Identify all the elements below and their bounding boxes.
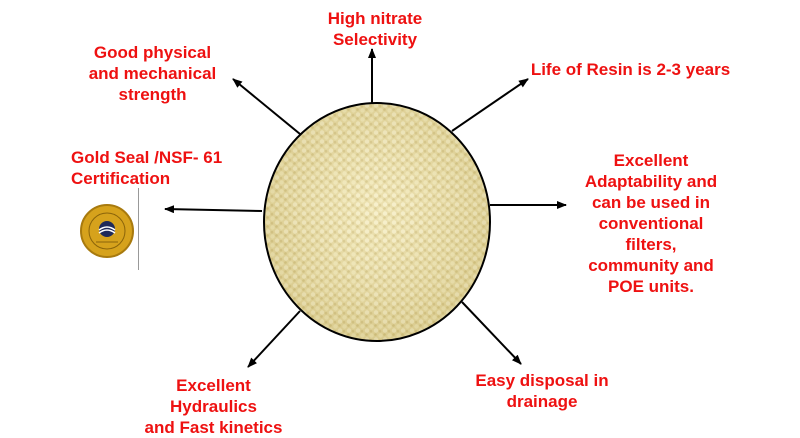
resin-beads-image (263, 102, 491, 342)
label-adaptability: Excellent Adaptability and can be used i… (584, 151, 718, 296)
seal-frame (76, 188, 139, 270)
label-strength: Good physical and mechanical strength (88, 43, 217, 104)
gold-seal-icon (80, 204, 134, 258)
arrow-strength (232, 78, 301, 135)
label-hydraulics: Excellent Hydraulics and Fast kinetics (144, 376, 283, 437)
arrow-hydraulics (247, 310, 301, 368)
label-resin-life: Life of Resin is 2-3 years (530, 60, 731, 79)
arrow-certification (164, 205, 263, 214)
arrow-resin-life (451, 78, 529, 132)
arrow-disposal (461, 301, 522, 365)
